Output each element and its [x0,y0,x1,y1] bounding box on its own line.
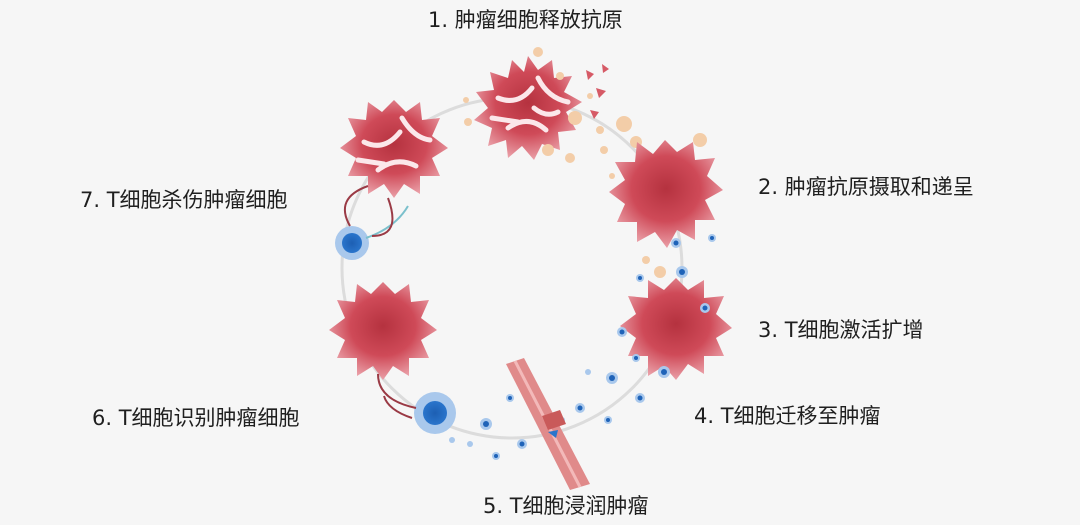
t-cell-tether [365,205,409,239]
step-1-label: 1. 肿瘤细胞释放抗原 [428,8,623,32]
step-2-label: 2. 肿瘤抗原摄取和递呈 [758,175,974,199]
recognize-arrow-b [383,395,413,419]
antigen-presenting-cell [609,140,723,248]
blood-vessel [506,358,590,490]
recognize-arrow [377,373,417,409]
kill-arrow-right [371,197,394,237]
antigen-particles [463,47,707,278]
kill-arrow-left [344,185,369,227]
step-5-label: 5. T细胞浸润肿瘤 [483,494,649,518]
lysing-tumor-cell-left [340,100,448,198]
t-cell-killing [335,226,369,260]
lysing-tumor-cell-top [474,56,609,160]
t-cell-activation-cell [620,278,732,380]
tumor-cell-left [329,282,437,380]
step-7-label: 7. T细胞杀伤肿瘤细胞 [80,188,288,212]
t-cell-recognizing [414,392,456,434]
step-3-label: 3. T细胞激活扩增 [758,318,924,342]
step-4-label: 4. T细胞迁移至肿瘤 [694,404,881,428]
step-6-label: 6. T细胞识别肿瘤细胞 [92,406,300,430]
